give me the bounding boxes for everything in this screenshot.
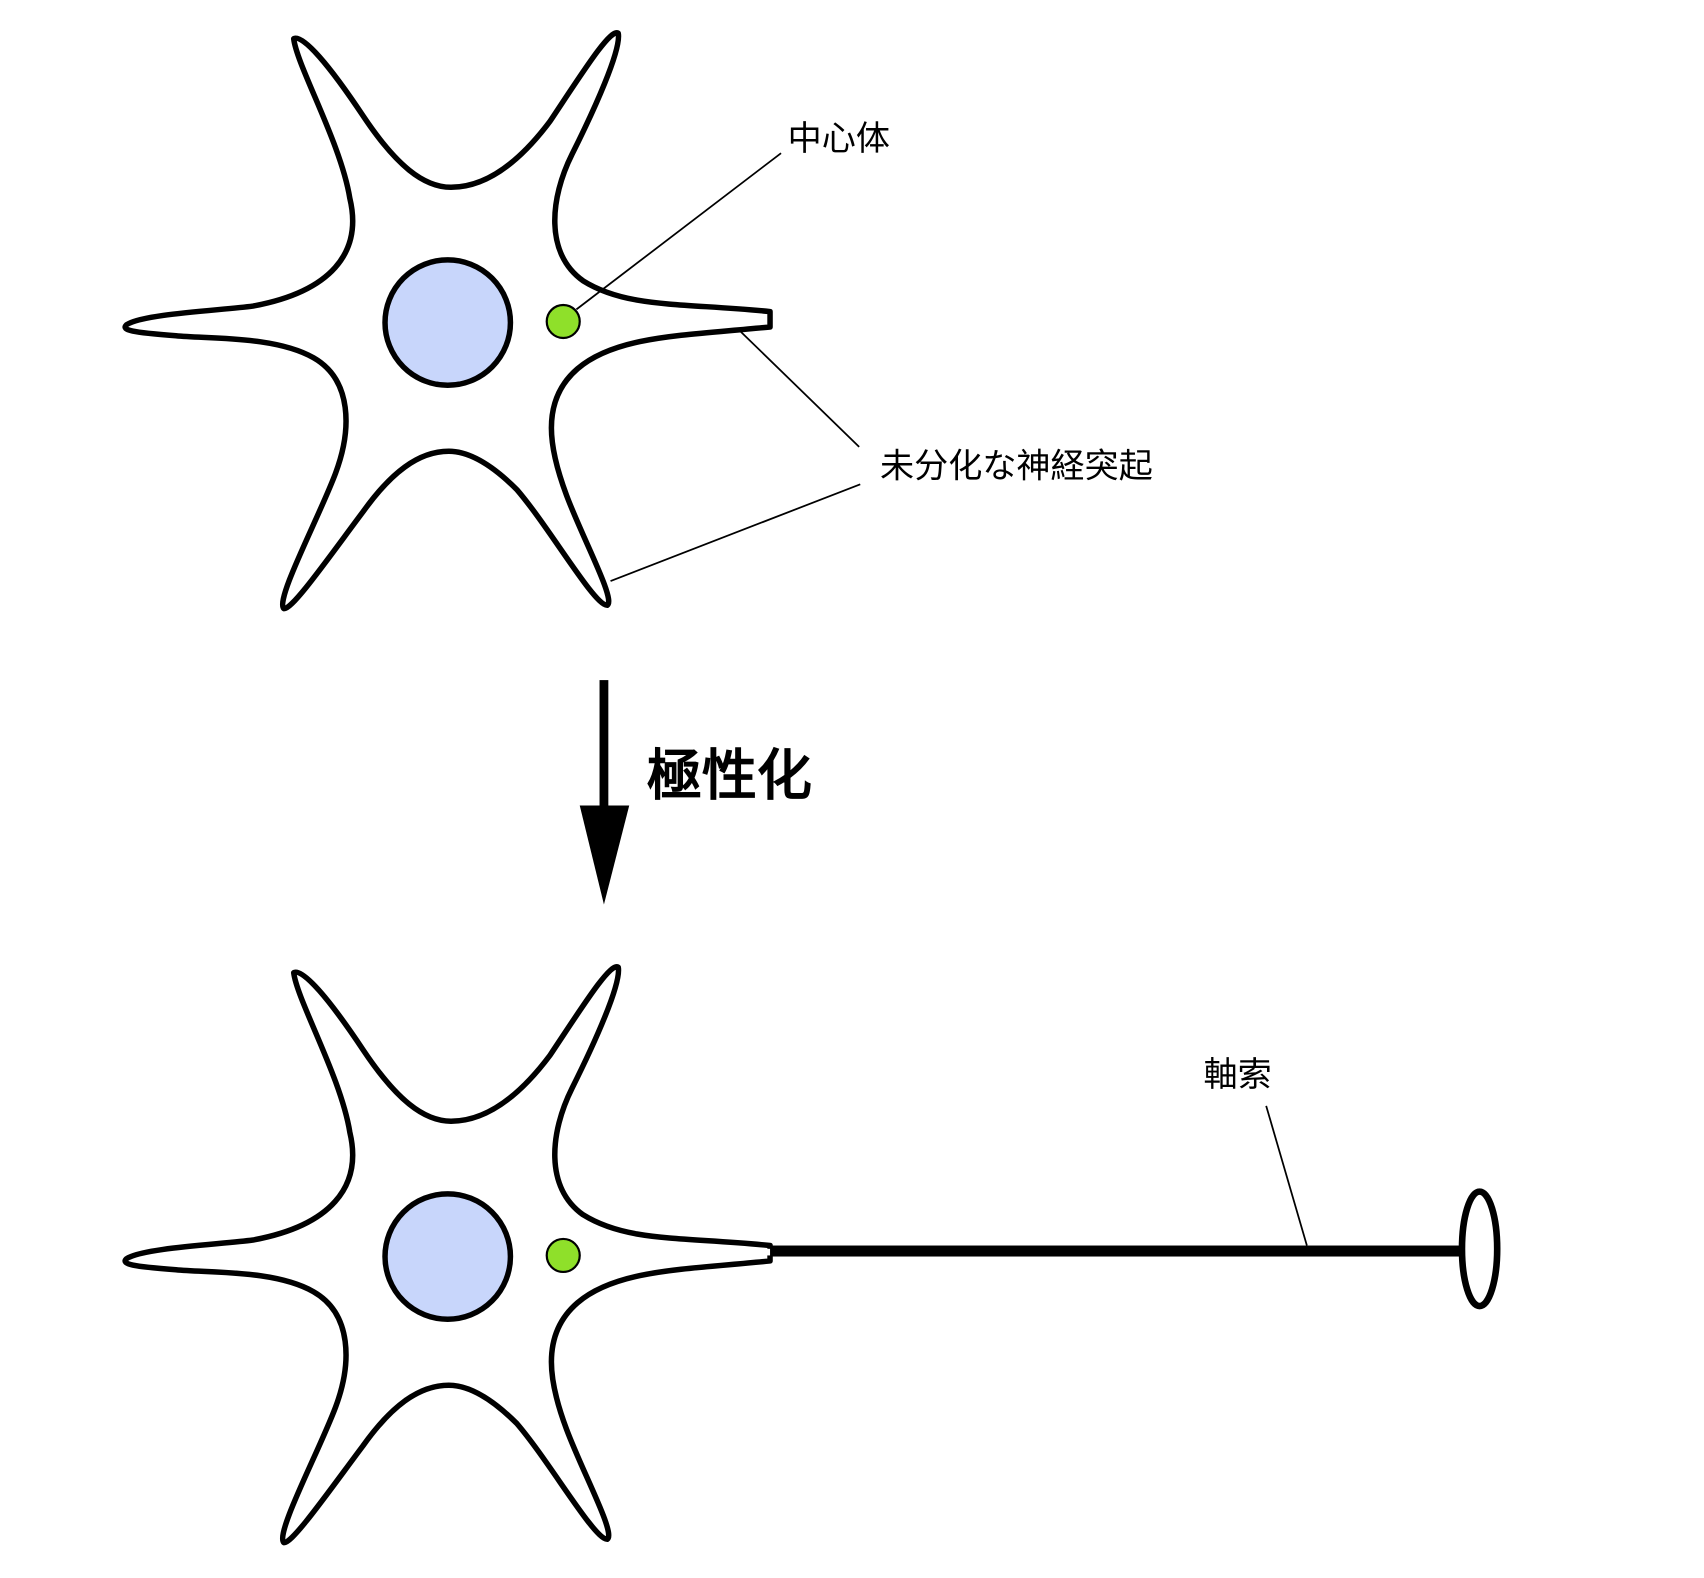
nucleus bbox=[382, 257, 514, 389]
unpolarized-neuron bbox=[125, 33, 770, 609]
polarized-neuron bbox=[125, 967, 770, 1543]
centrosome-label: 中心体 bbox=[788, 119, 890, 159]
growth-cone bbox=[1458, 1188, 1501, 1310]
neurite-leader-line-1 bbox=[736, 327, 860, 448]
undifferentiated-neurites-label: 未分化な神経突起 bbox=[880, 447, 1153, 487]
centrosome-leader-line bbox=[575, 152, 782, 311]
axon-leader-line bbox=[1265, 1105, 1308, 1246]
axon bbox=[762, 1188, 1501, 1310]
centrosome bbox=[545, 303, 581, 340]
neurite-leader-line-2 bbox=[610, 483, 861, 582]
nucleus bbox=[382, 1191, 514, 1322]
down-arrow-icon bbox=[579, 680, 630, 905]
polarization-label: 極性化 bbox=[647, 744, 812, 808]
centrosome bbox=[545, 1237, 581, 1274]
axon-label: 軸索 bbox=[1203, 1055, 1271, 1095]
